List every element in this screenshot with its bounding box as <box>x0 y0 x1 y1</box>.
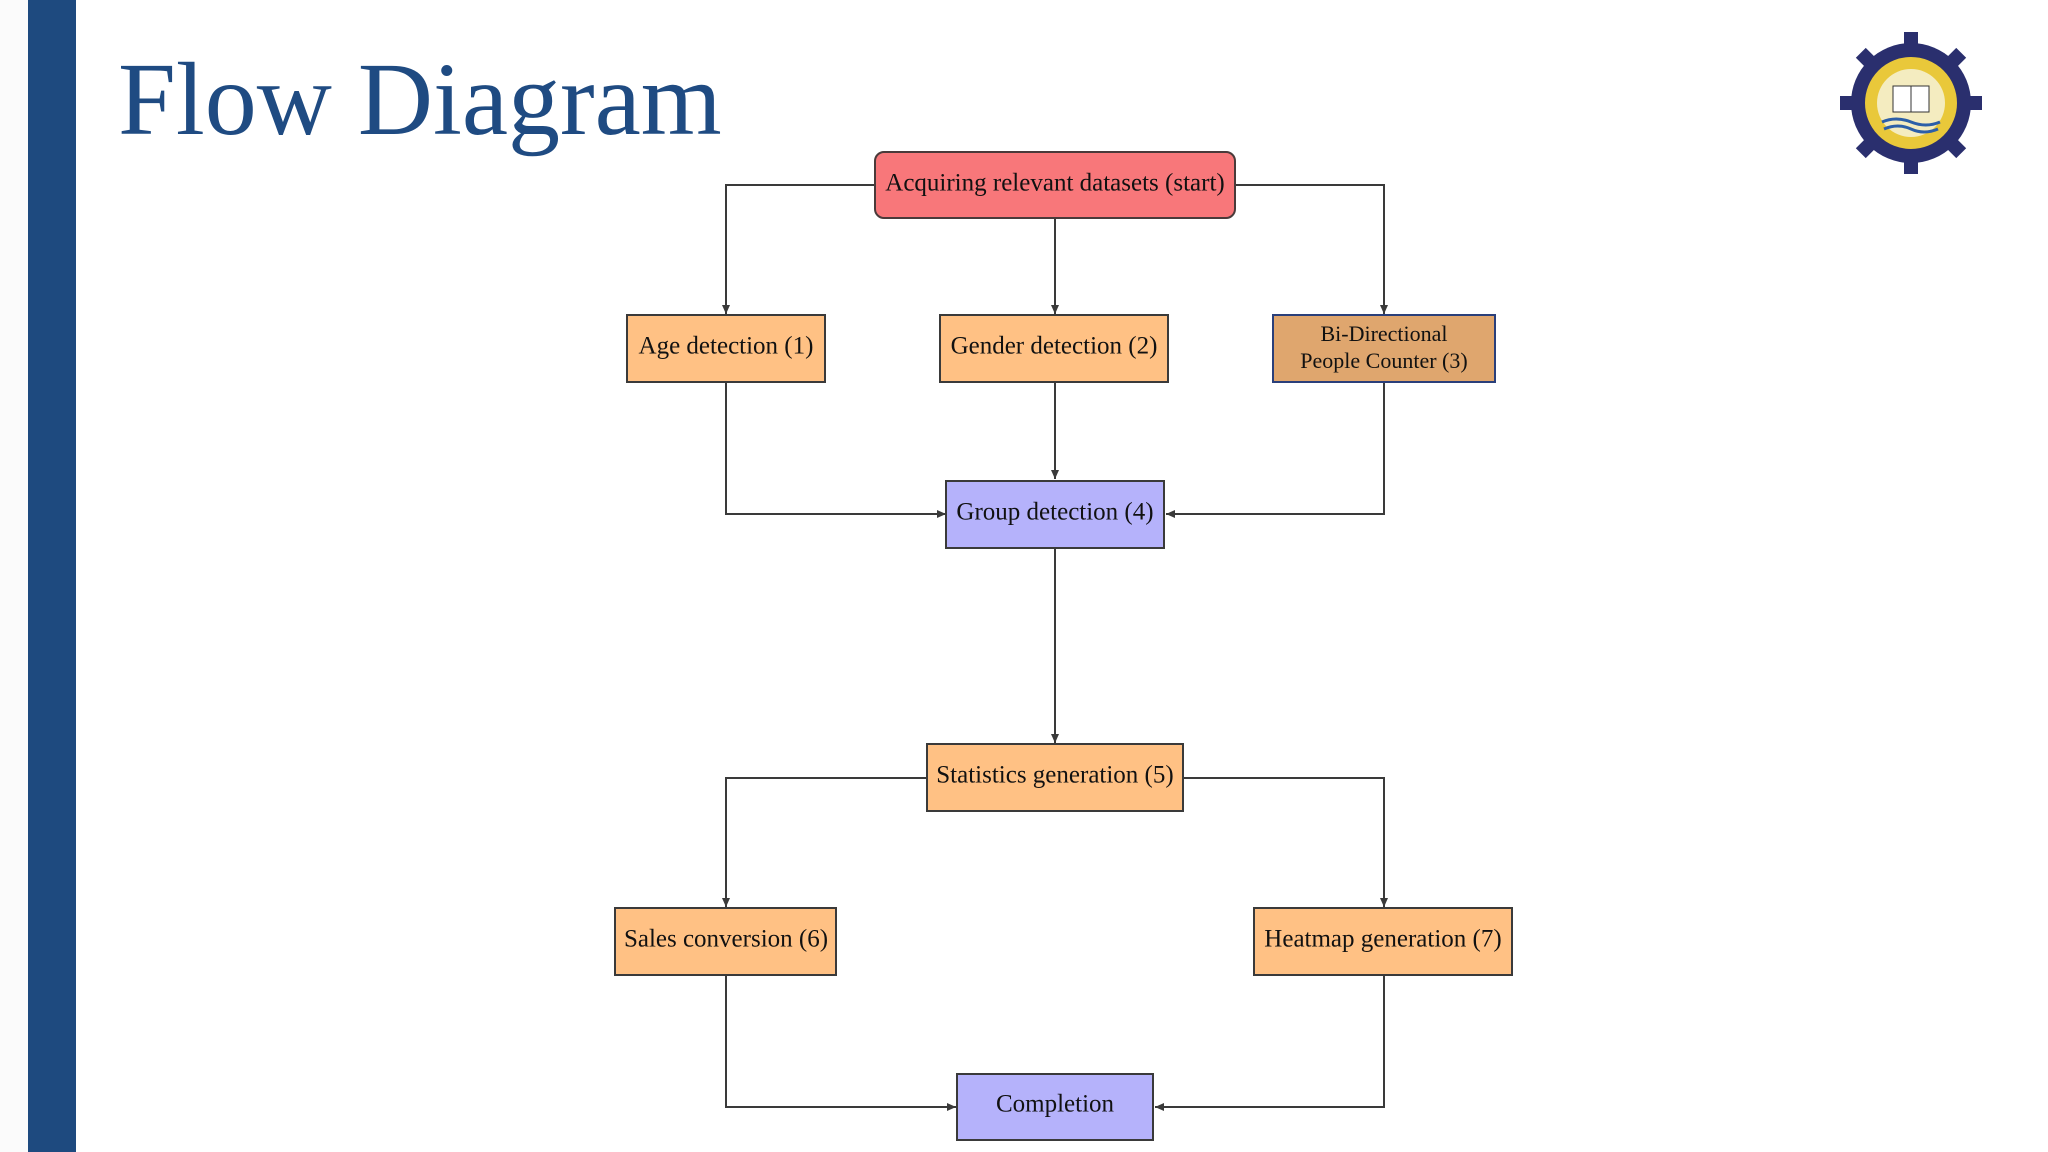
node-age-detection-label: Age detection (1) <box>639 333 814 360</box>
node-completion-label: Completion <box>996 1091 1115 1118</box>
edge-counter-to-group <box>1166 382 1385 518</box>
edge-statistics-to-heatmap <box>1183 777 1388 907</box>
node-start: Acquiring relevant datasets (start) <box>874 151 1236 219</box>
node-start-label: Acquiring relevant datasets (start) <box>885 170 1224 197</box>
node-people-counter: Bi-Directional People Counter (3) <box>1272 314 1496 383</box>
node-completion: Completion <box>956 1073 1154 1141</box>
edge-sales-to-completion <box>725 975 956 1111</box>
node-group-detection-label: Group detection (4) <box>956 499 1153 526</box>
edge-start-to-age <box>722 184 875 314</box>
edge-heatmap-to-completion <box>1155 975 1385 1111</box>
node-sales-conversion: Sales conversion (6) <box>614 907 837 976</box>
edge-statistics-to-sales <box>722 777 927 907</box>
node-people-counter-label-line2: People Counter (3) <box>1300 348 1467 373</box>
node-statistics-generation: Statistics generation (5) <box>926 743 1184 812</box>
node-group-detection: Group detection (4) <box>945 480 1165 549</box>
left-accent-bar <box>28 0 76 1152</box>
node-people-counter-label-line1: Bi-Directional <box>1320 321 1447 346</box>
page-title: Flow Diagram <box>118 42 722 157</box>
node-gender-detection: Gender detection (2) <box>939 314 1169 383</box>
edge-start-to-counter <box>1235 184 1388 314</box>
node-statistics-generation-label: Statistics generation (5) <box>936 762 1173 789</box>
node-heatmap-generation: Heatmap generation (7) <box>1253 907 1513 976</box>
edge-age-to-group <box>725 382 946 518</box>
node-heatmap-generation-label: Heatmap generation (7) <box>1264 926 1501 953</box>
node-sales-conversion-label: Sales conversion (6) <box>624 926 828 953</box>
node-age-detection: Age detection (1) <box>626 314 826 383</box>
node-gender-detection-label: Gender detection (2) <box>951 333 1158 360</box>
university-seal-logo <box>1840 32 1982 174</box>
left-margin <box>0 0 28 1152</box>
